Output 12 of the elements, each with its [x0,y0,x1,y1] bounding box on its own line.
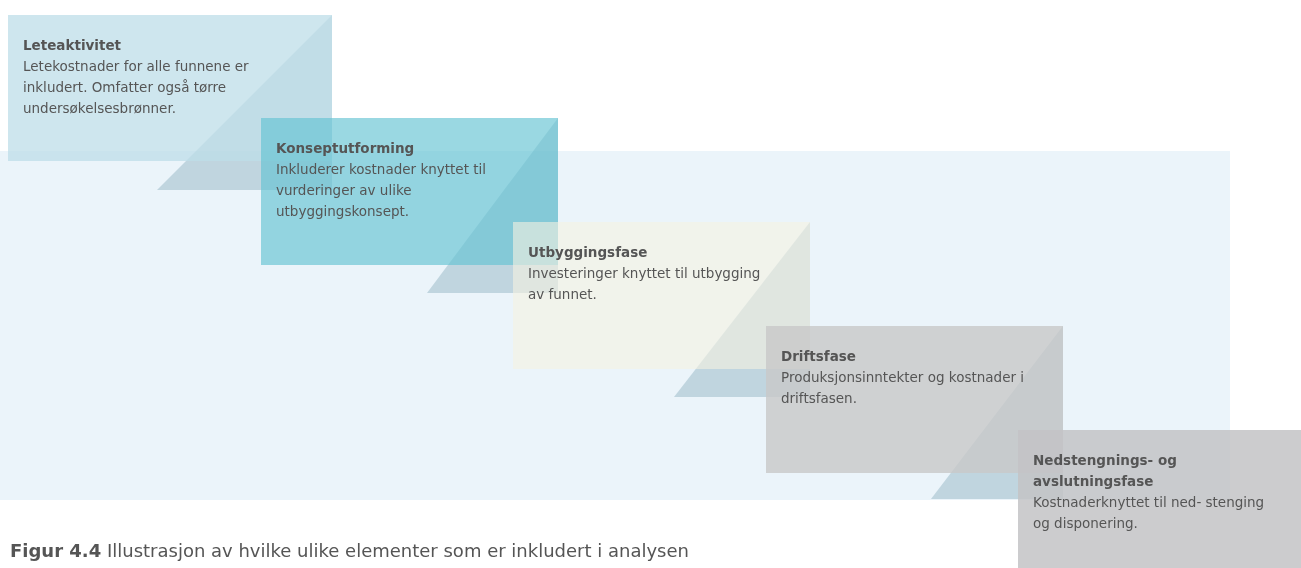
phase-title: Nedstengnings- og avslutningsfase [1033,451,1178,491]
phase-title: Driftsfase [781,347,858,366]
phase-description: Letekostnader for alle funnene er inkludert. Omfatter også tørre undersøkelsesbrønner. [23,57,250,118]
phase-description: Inkluderer kostnader knyttet til vurderinger av ulike utbyggingskonsept. [276,160,488,221]
phase-description: Investeringer knyttet til utbygging av funnet. [528,264,762,304]
phase-title: Konseptutforming [276,139,416,158]
phase-title: Leteaktivitet [23,36,123,55]
phase-title: Utbyggingsfase [528,243,649,262]
phase-description: Produksjonsinntekter og kostnader i driftsfasen. [781,368,1026,408]
phase-box [1018,430,1301,568]
figure-caption: Figur 4.4 Illustrasjon av hvilke ulike elementer som er inkludert i analysen [10,540,689,561]
phase-description: Kostnaderknyttet til ned- stenging og disponering. [1033,493,1266,533]
